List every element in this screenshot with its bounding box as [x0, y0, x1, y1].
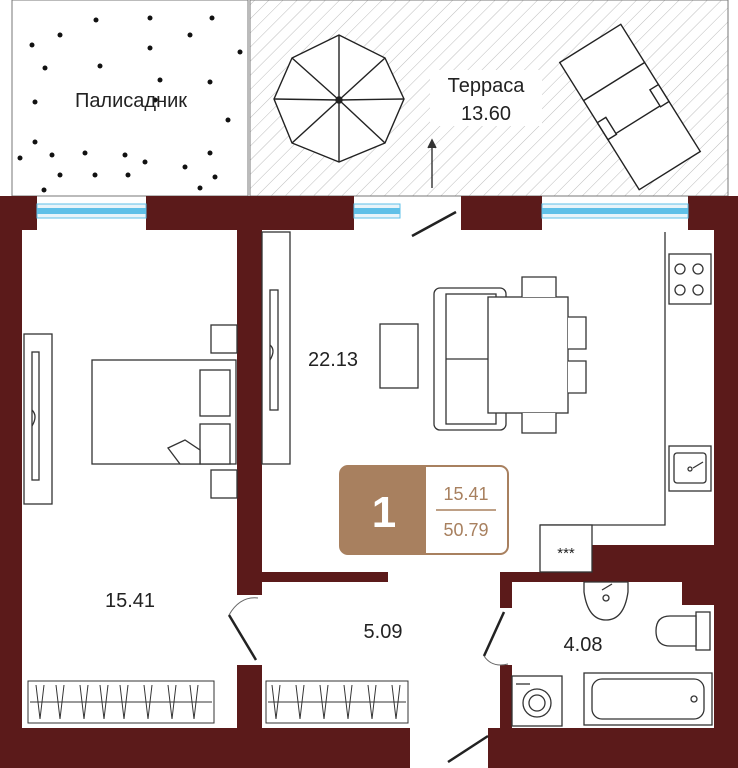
wall-top-mid-right: [461, 196, 542, 230]
entrance-door: [447, 734, 489, 764]
terrace-label: Терраса: [448, 75, 526, 97]
wardrobe-icon: [23, 333, 53, 505]
kitchen-counter: [539, 232, 712, 573]
coffee-table: [379, 323, 419, 389]
bedroom-door: [227, 614, 258, 661]
terrace-label-bg: [430, 70, 542, 126]
windows: [36, 203, 689, 219]
wall-bedroom-partition: [237, 230, 262, 595]
wall-bath-left-low: [500, 665, 512, 728]
garden-dots: [17, 15, 243, 193]
wall-top-mid-left: [146, 196, 354, 230]
parasol-icon: [273, 34, 405, 163]
wall-bath-left-top: [500, 572, 512, 608]
wall-bottom-right: [488, 728, 738, 768]
bed-icon: [91, 324, 238, 499]
terrace-entry-arrow: [427, 138, 437, 188]
apartment-badge: 1 15.41 50.79: [339, 465, 509, 555]
bedroom-area-value: 15.41: [105, 590, 155, 612]
garden-area: [11, 0, 249, 197]
garden-label: Палисадник: [75, 90, 187, 112]
doors: [227, 210, 509, 764]
radiators: [27, 680, 409, 724]
toilet-icon: [655, 611, 711, 651]
wall-right: [714, 196, 738, 768]
hall-area-value: 5.09: [364, 621, 403, 643]
badge-rooms-box: [340, 466, 426, 554]
tv-stand: [261, 231, 291, 465]
bedroom-strip: [22, 230, 237, 233]
terrace-door: [411, 210, 457, 238]
bath-area-value: 4.08: [564, 634, 603, 656]
washing-machine-icon: [511, 675, 563, 727]
badge-room-count: 1: [372, 488, 396, 537]
stove-label: ***: [557, 545, 575, 562]
wall-shaft-step: [682, 545, 738, 605]
bath-fixtures: [511, 581, 713, 727]
sun-lounger-icon: [558, 23, 702, 191]
wall-bottom: [0, 728, 410, 768]
bath-door: [482, 611, 506, 657]
living-area-value: 22.13: [308, 349, 358, 371]
badge-total-area: 50.79: [443, 520, 488, 540]
bathtub-icon: [583, 672, 713, 726]
hob-icon: [668, 253, 712, 305]
stove-icon: [539, 524, 593, 573]
wall-hall-top: [262, 572, 388, 582]
badge-living-area: 15.41: [443, 484, 488, 504]
terrace-area-value: 13.60: [461, 103, 511, 125]
walls: [0, 196, 738, 768]
wall-left: [0, 196, 22, 768]
wall-bedroom-partition-low: [237, 665, 262, 728]
dining-table-icon: [487, 276, 587, 434]
